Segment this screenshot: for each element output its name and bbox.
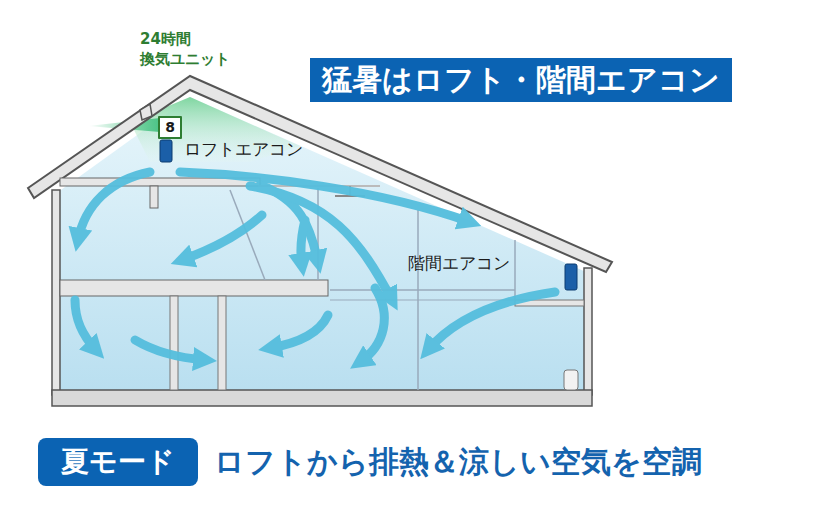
mid-floor-ac-unit [565,264,577,290]
roof [28,76,612,272]
airflow-arrow [135,340,205,360]
railing [330,300,515,301]
left-wall [52,190,60,395]
floor-unit [564,370,578,390]
mid-floor-ac-label: 階間エアコン [408,252,510,274]
airflow-arrow [270,315,328,348]
airflow-arrow [182,215,262,260]
foundation [52,390,592,406]
right-wall [584,268,592,395]
roof-vent [140,104,152,120]
loft-rail [150,186,158,208]
node-text: 8 [165,119,175,135]
ventilation-unit-label: 24時間 換気ユニット [140,30,250,69]
ventilation-unit-box: 8 [158,116,182,139]
airflow-arrow [75,300,96,350]
title: 猛暑はロフト・階間エアコン [322,61,720,99]
airflow-arrows [75,172,555,362]
node-text: 夏モード [61,446,175,478]
mode-badge: 夏モード [38,438,198,486]
airflow-arrow [78,172,150,240]
airflow-arrow [301,220,305,265]
mezzanine-wall [514,240,516,300]
loft-ac-label: ロフトエアコン [184,138,303,160]
floor-slab [60,280,328,296]
airflow-arrow [360,288,384,362]
partition [218,296,226,390]
caption: ロフトから排熱＆涼しい空気を空調 [214,442,702,482]
airflow-arrow [250,186,392,300]
partition [170,296,178,390]
airflow-arrow [428,292,555,350]
railing [330,289,515,291]
loft-ac-unit [160,140,172,162]
